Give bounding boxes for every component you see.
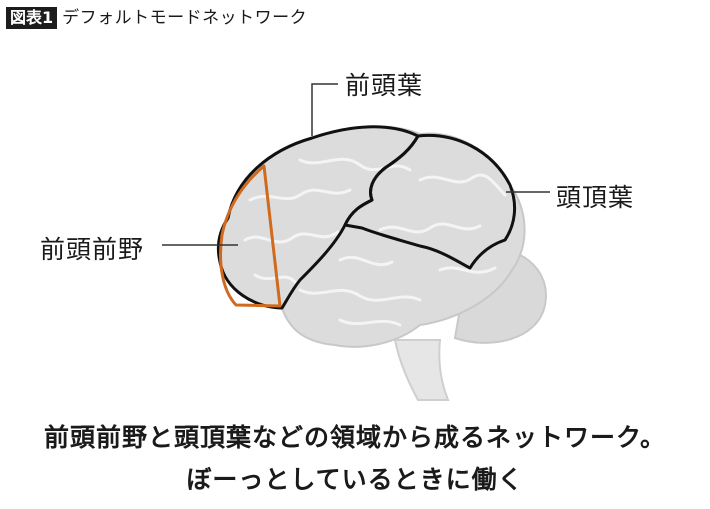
parietal-lobe-outline [343, 133, 517, 270]
caption-line-2: ぼーっとしているときに働く [186, 465, 524, 494]
brain-stem [393, 339, 450, 401]
figure-title: デフォルトモードネットワーク [62, 8, 308, 28]
prefrontal-cortex-label: 前頭前野 [40, 235, 145, 264]
caption-line-1: 前頭前野と頭頂葉などの領域から成るネットワーク。 [43, 423, 666, 452]
figure-number-badge: 図表1 [6, 7, 58, 29]
frontal-lobe-leader [311, 83, 338, 136]
prefrontal-highlight [219, 164, 282, 308]
parietal-lobe-label: 頭頂葉 [556, 183, 635, 212]
frontal-lobe-label: 前頭葉 [345, 71, 424, 100]
figure-header: 図表1 デフォルトモードネットワーク [6, 6, 307, 30]
